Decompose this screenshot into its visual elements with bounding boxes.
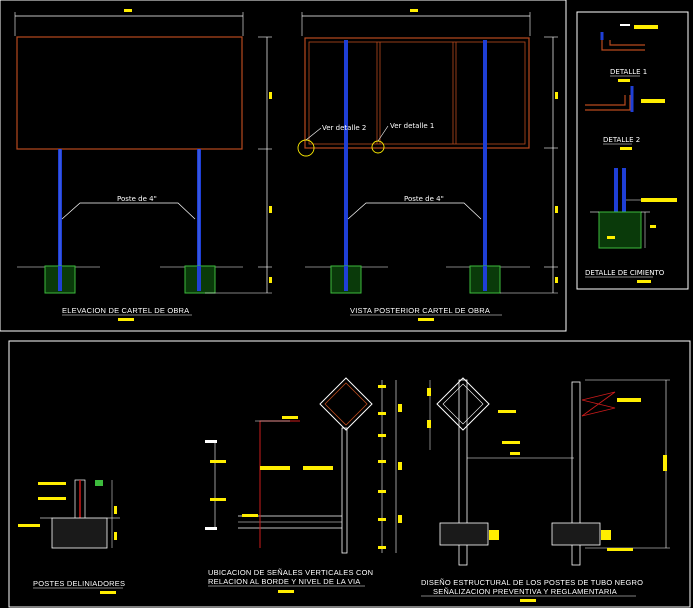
rear-title: VISTA POSTERIOR CARTEL DE OBRA	[350, 306, 490, 315]
rear-post-label: Poste de 4"	[404, 195, 444, 203]
foundation-label: DETALLE DE CIMIENTO	[585, 269, 665, 277]
detail-tag-1: Ver detalle 1	[390, 122, 434, 130]
detail-tag-2: Ver detalle 2	[322, 124, 366, 132]
details-panel: DETALLE 1 DETALLE 2 DETALLE DE CIMIENTO	[585, 24, 677, 283]
structural-post-right	[571, 381, 581, 566]
elevation-view: Poste de 4" ELEVACION DE CARTEL DE OBRA	[14, 9, 272, 321]
rear-view: Ver detalle 2 Ver detalle 1 Poste de 4" …	[297, 9, 558, 321]
delineator-footing	[51, 517, 108, 549]
rear-post-left	[344, 40, 348, 291]
structural-post-left	[458, 379, 468, 566]
location-view: UBICACION DE SEÑALES VERTICALES CON RELA…	[205, 377, 402, 593]
elevation-title: ELEVACION DE CARTEL DE OBRA	[62, 306, 189, 315]
detail-circle-1	[371, 140, 385, 154]
delineators-title: POSTES DELINIADORES	[33, 579, 125, 588]
structural-title-line-2: SEÑALIZACION PREVENTIVA Y REGLAMENTARIA	[433, 587, 617, 596]
location-title-line-1: UBICACION DE SEÑALES VERTICALES CON	[208, 568, 373, 577]
post-label: Poste de 4"	[117, 195, 157, 203]
detail-2-label: DETALLE 2	[603, 136, 640, 144]
rear-post-right	[483, 40, 487, 291]
detail-frame	[576, 11, 689, 290]
location-title-line-2: RELACION AL BORDE Y NIVEL DE LA VIA	[208, 577, 360, 586]
rear-frame-outer	[304, 37, 530, 149]
warning-sign	[319, 377, 373, 431]
detail-1-label: DETALLE 1	[610, 68, 647, 76]
delineators-view: POSTES DELINIADORES	[18, 479, 125, 594]
sign-board	[16, 36, 243, 150]
dimension-tag	[124, 9, 132, 12]
top-left-frame	[0, 0, 567, 332]
bottom-frame	[8, 340, 691, 608]
structural-title-line-1: DISEÑO ESTRUCTURAL DE LOS POSTES DE TUBO…	[421, 578, 643, 587]
foundation-detail	[598, 211, 642, 249]
structural-view: DISEÑO ESTRUCTURAL DE LOS POSTES DE TUBO…	[421, 377, 670, 602]
